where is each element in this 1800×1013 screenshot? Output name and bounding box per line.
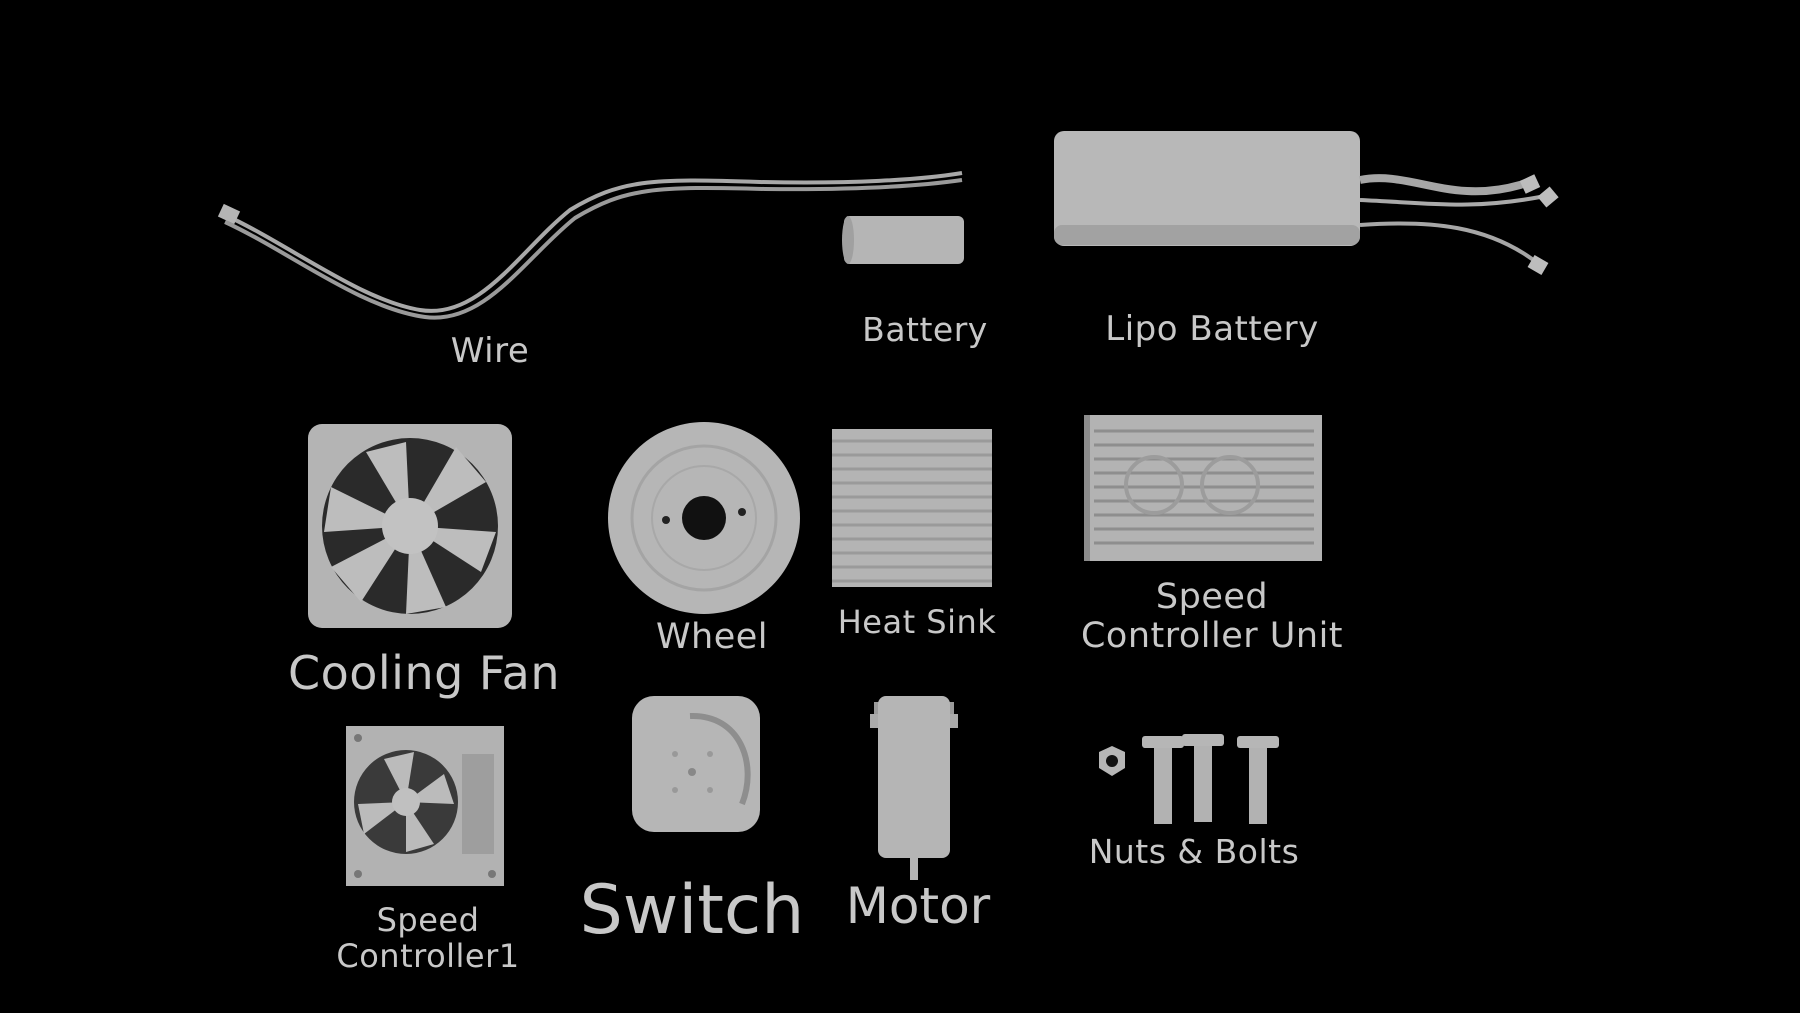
wire-label: Wire [450, 331, 530, 371]
nuts-bolts-label: Nuts & Bolts [1088, 832, 1300, 871]
speed-controller-1-label-line-1: Speed [376, 901, 480, 939]
heat-sink-illustration [832, 429, 992, 587]
speed-controller-1-illustration [346, 726, 504, 886]
cooling-fan-label: Cooling Fan [287, 646, 561, 700]
motor-label: Motor [845, 877, 991, 935]
lipo-battery-label: Lipo Battery [1105, 309, 1319, 349]
speed-controller-unit-label-line-1: Speed [1155, 577, 1269, 617]
battery-label: Battery [862, 310, 988, 349]
wheel-label: Wheel [655, 617, 769, 657]
speed-controller-unit-illustration [1084, 415, 1322, 561]
speed-controller-unit-label-line-2: Controller Unit [1080, 616, 1344, 657]
speed-controller-1-label-line-2: Controller1 [336, 936, 520, 975]
switch-label: Switch [579, 871, 805, 950]
speed-controller-unit-label: Speed Controller Unit [1080, 577, 1344, 657]
cooling-fan-illustration [308, 424, 512, 628]
heat-sink-label: Heat Sink [837, 603, 997, 641]
lipo-battery-illustration [1054, 131, 1559, 276]
nuts-bolts-illustration [1099, 734, 1279, 824]
switch-illustration [632, 696, 760, 832]
motor-illustration [870, 696, 958, 880]
speed-controller-1-label: Speed Controller1 [336, 901, 520, 975]
wheel-illustration [608, 422, 800, 614]
battery-illustration [842, 216, 964, 264]
